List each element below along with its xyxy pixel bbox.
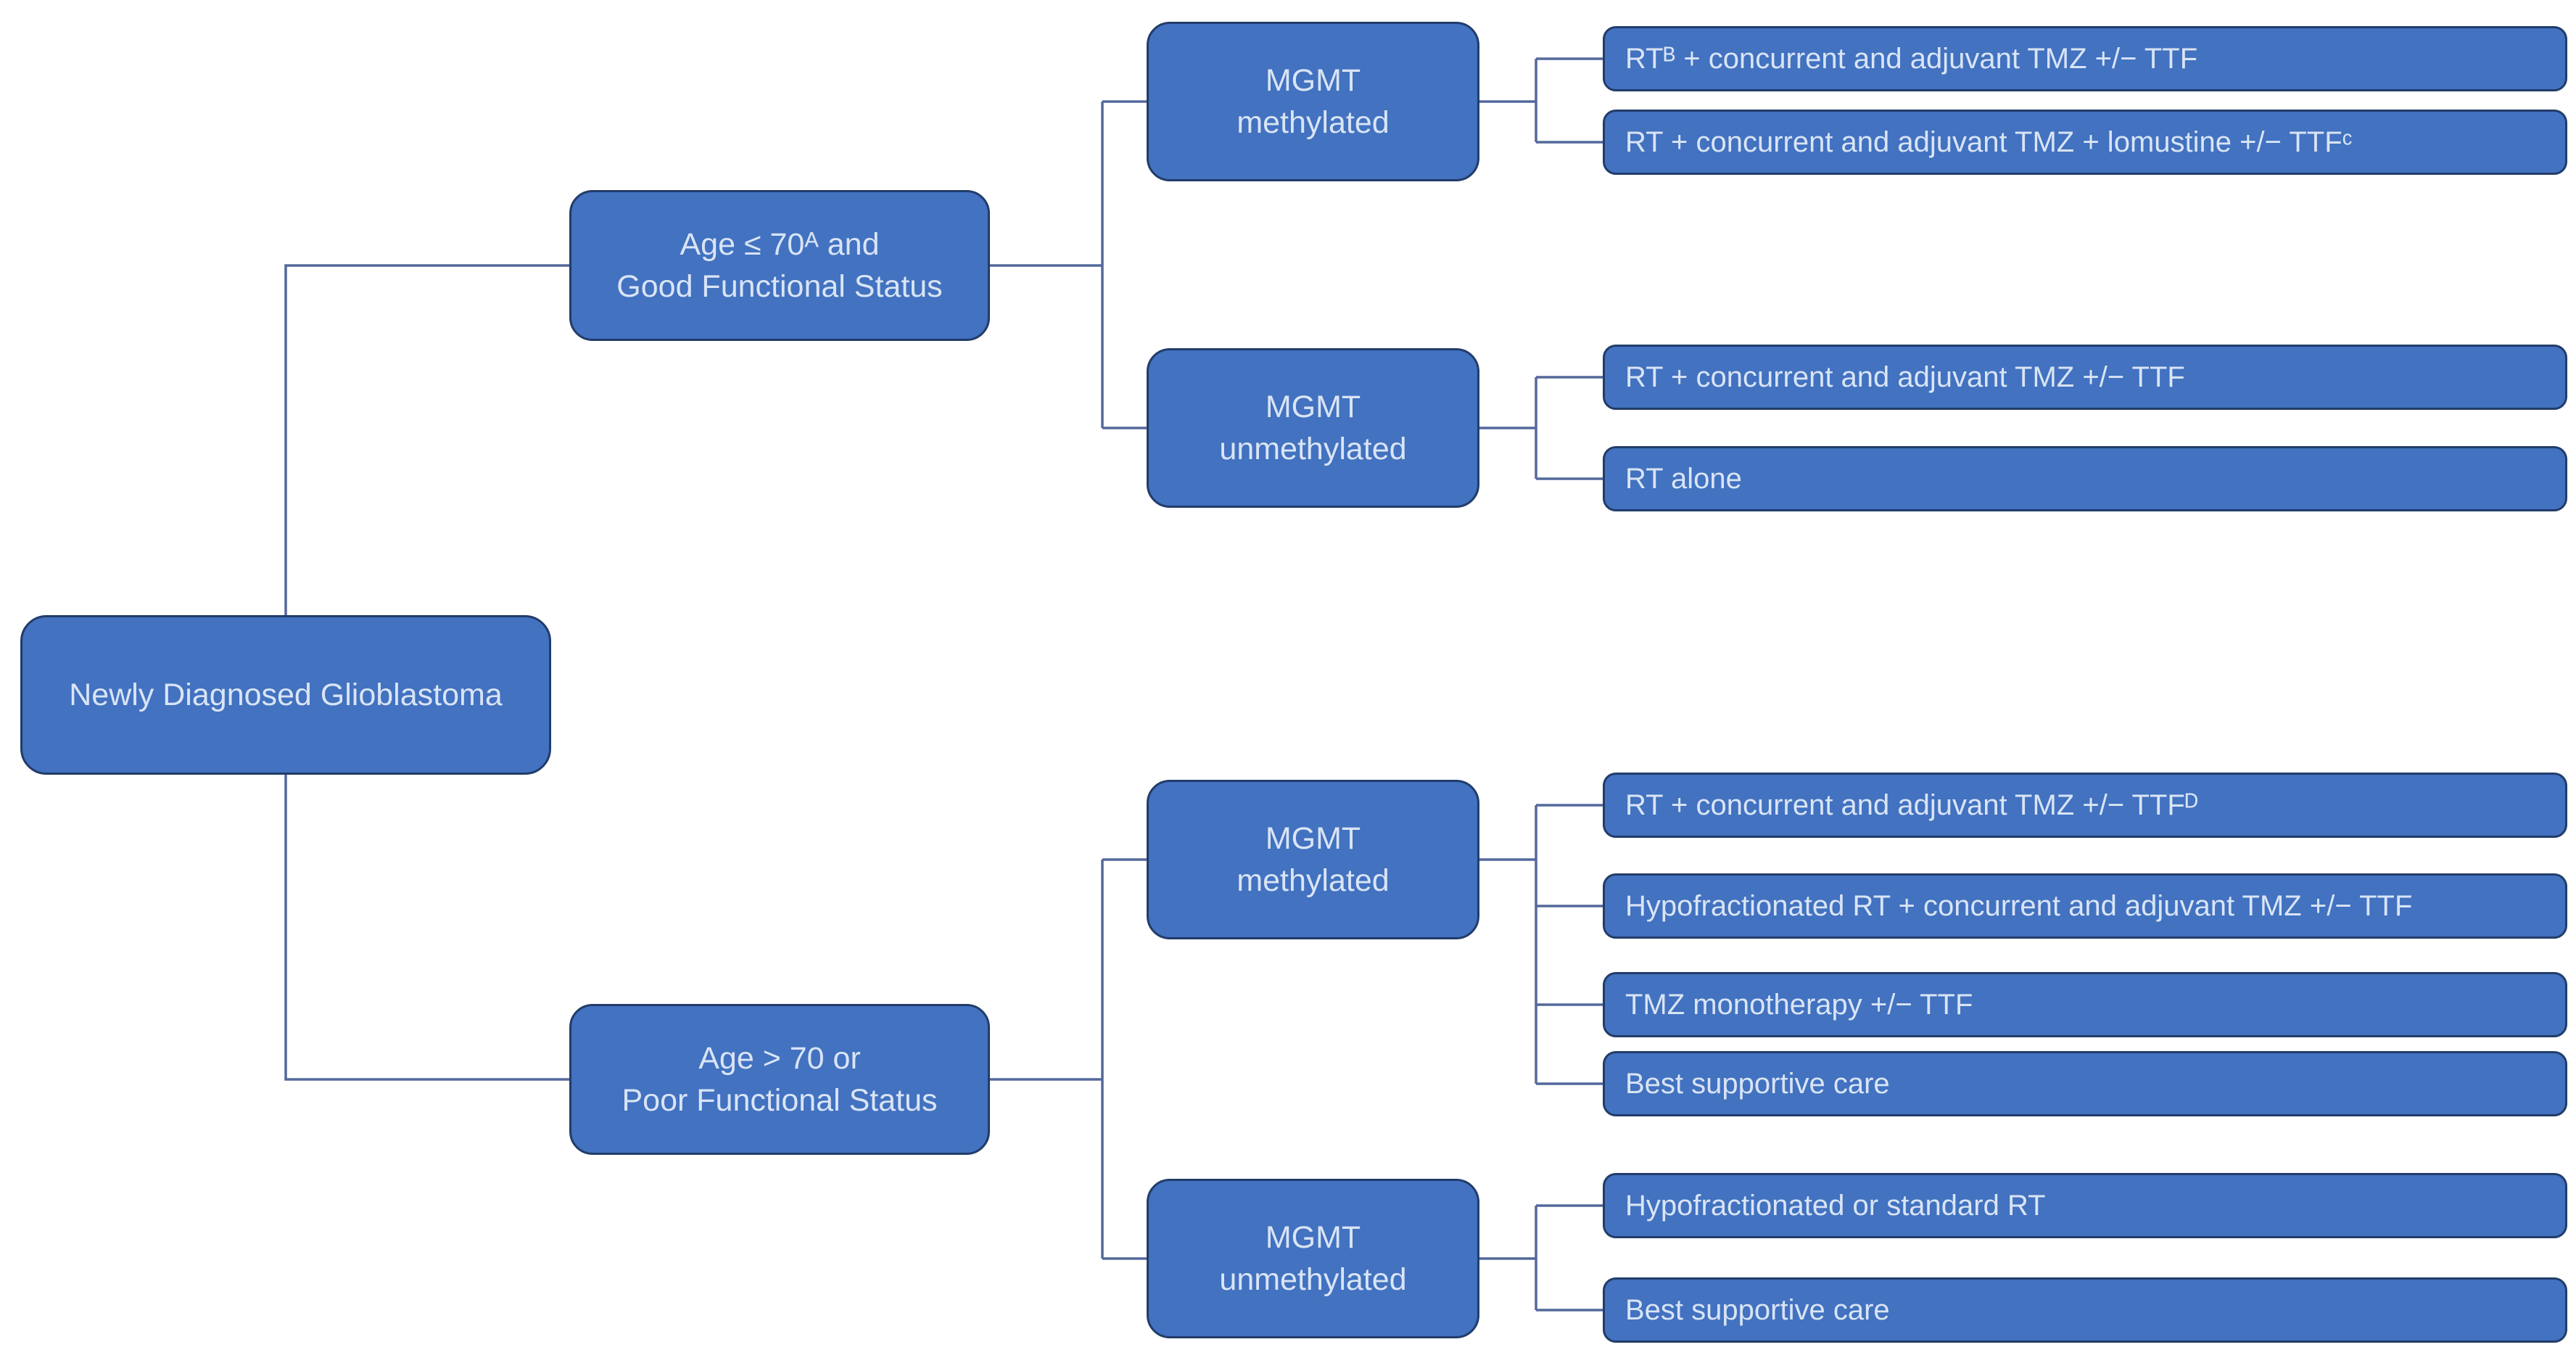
leaf-rt-concurrent-adjuvant-tmz-ttf-d: RT + concurrent and adjuvant TMZ +/− TTF…: [1603, 773, 2567, 838]
node-bottom-mgmt-methylated: MGMT methylated: [1147, 780, 1479, 939]
leaf-rt-concurrent-adjuvant-tmz-ttf-b: RTᴮ + concurrent and adjuvant TMZ +/− TT…: [1603, 26, 2567, 91]
node-newly-diagnosed-glioblastoma: Newly Diagnosed Glioblastoma: [20, 615, 551, 775]
leaf-rt-concurrent-adjuvant-tmz-ttf: RT + concurrent and adjuvant TMZ +/− TTF: [1603, 345, 2567, 410]
leaf-rt-tmz-lomustine-ttf: RT + concurrent and adjuvant TMZ + lomus…: [1603, 110, 2567, 175]
node-top-mgmt-unmethylated: MGMT unmethylated: [1147, 348, 1479, 508]
node-age-gt-70-poor-status: Age > 70 or Poor Functional Status: [569, 1004, 990, 1155]
leaf-best-supportive-care-methylated: Best supportive care: [1603, 1051, 2567, 1116]
leaf-best-supportive-care-unmethylated: Best supportive care: [1603, 1277, 2567, 1343]
node-top-mgmt-methylated: MGMT methylated: [1147, 22, 1479, 181]
leaf-hypofractionated-or-standard-rt: Hypofractionated or standard RT: [1603, 1173, 2567, 1238]
node-age-le-70-good-status: Age ≤ 70ᴬ and Good Functional Status: [569, 190, 990, 341]
leaf-hypofractionated-rt-tmz-ttf: Hypofractionated RT + concurrent and adj…: [1603, 873, 2567, 939]
leaf-rt-alone: RT alone: [1603, 446, 2567, 511]
leaf-tmz-monotherapy-ttf: TMZ monotherapy +/− TTF: [1603, 972, 2567, 1037]
node-bottom-mgmt-unmethylated: MGMT unmethylated: [1147, 1179, 1479, 1338]
